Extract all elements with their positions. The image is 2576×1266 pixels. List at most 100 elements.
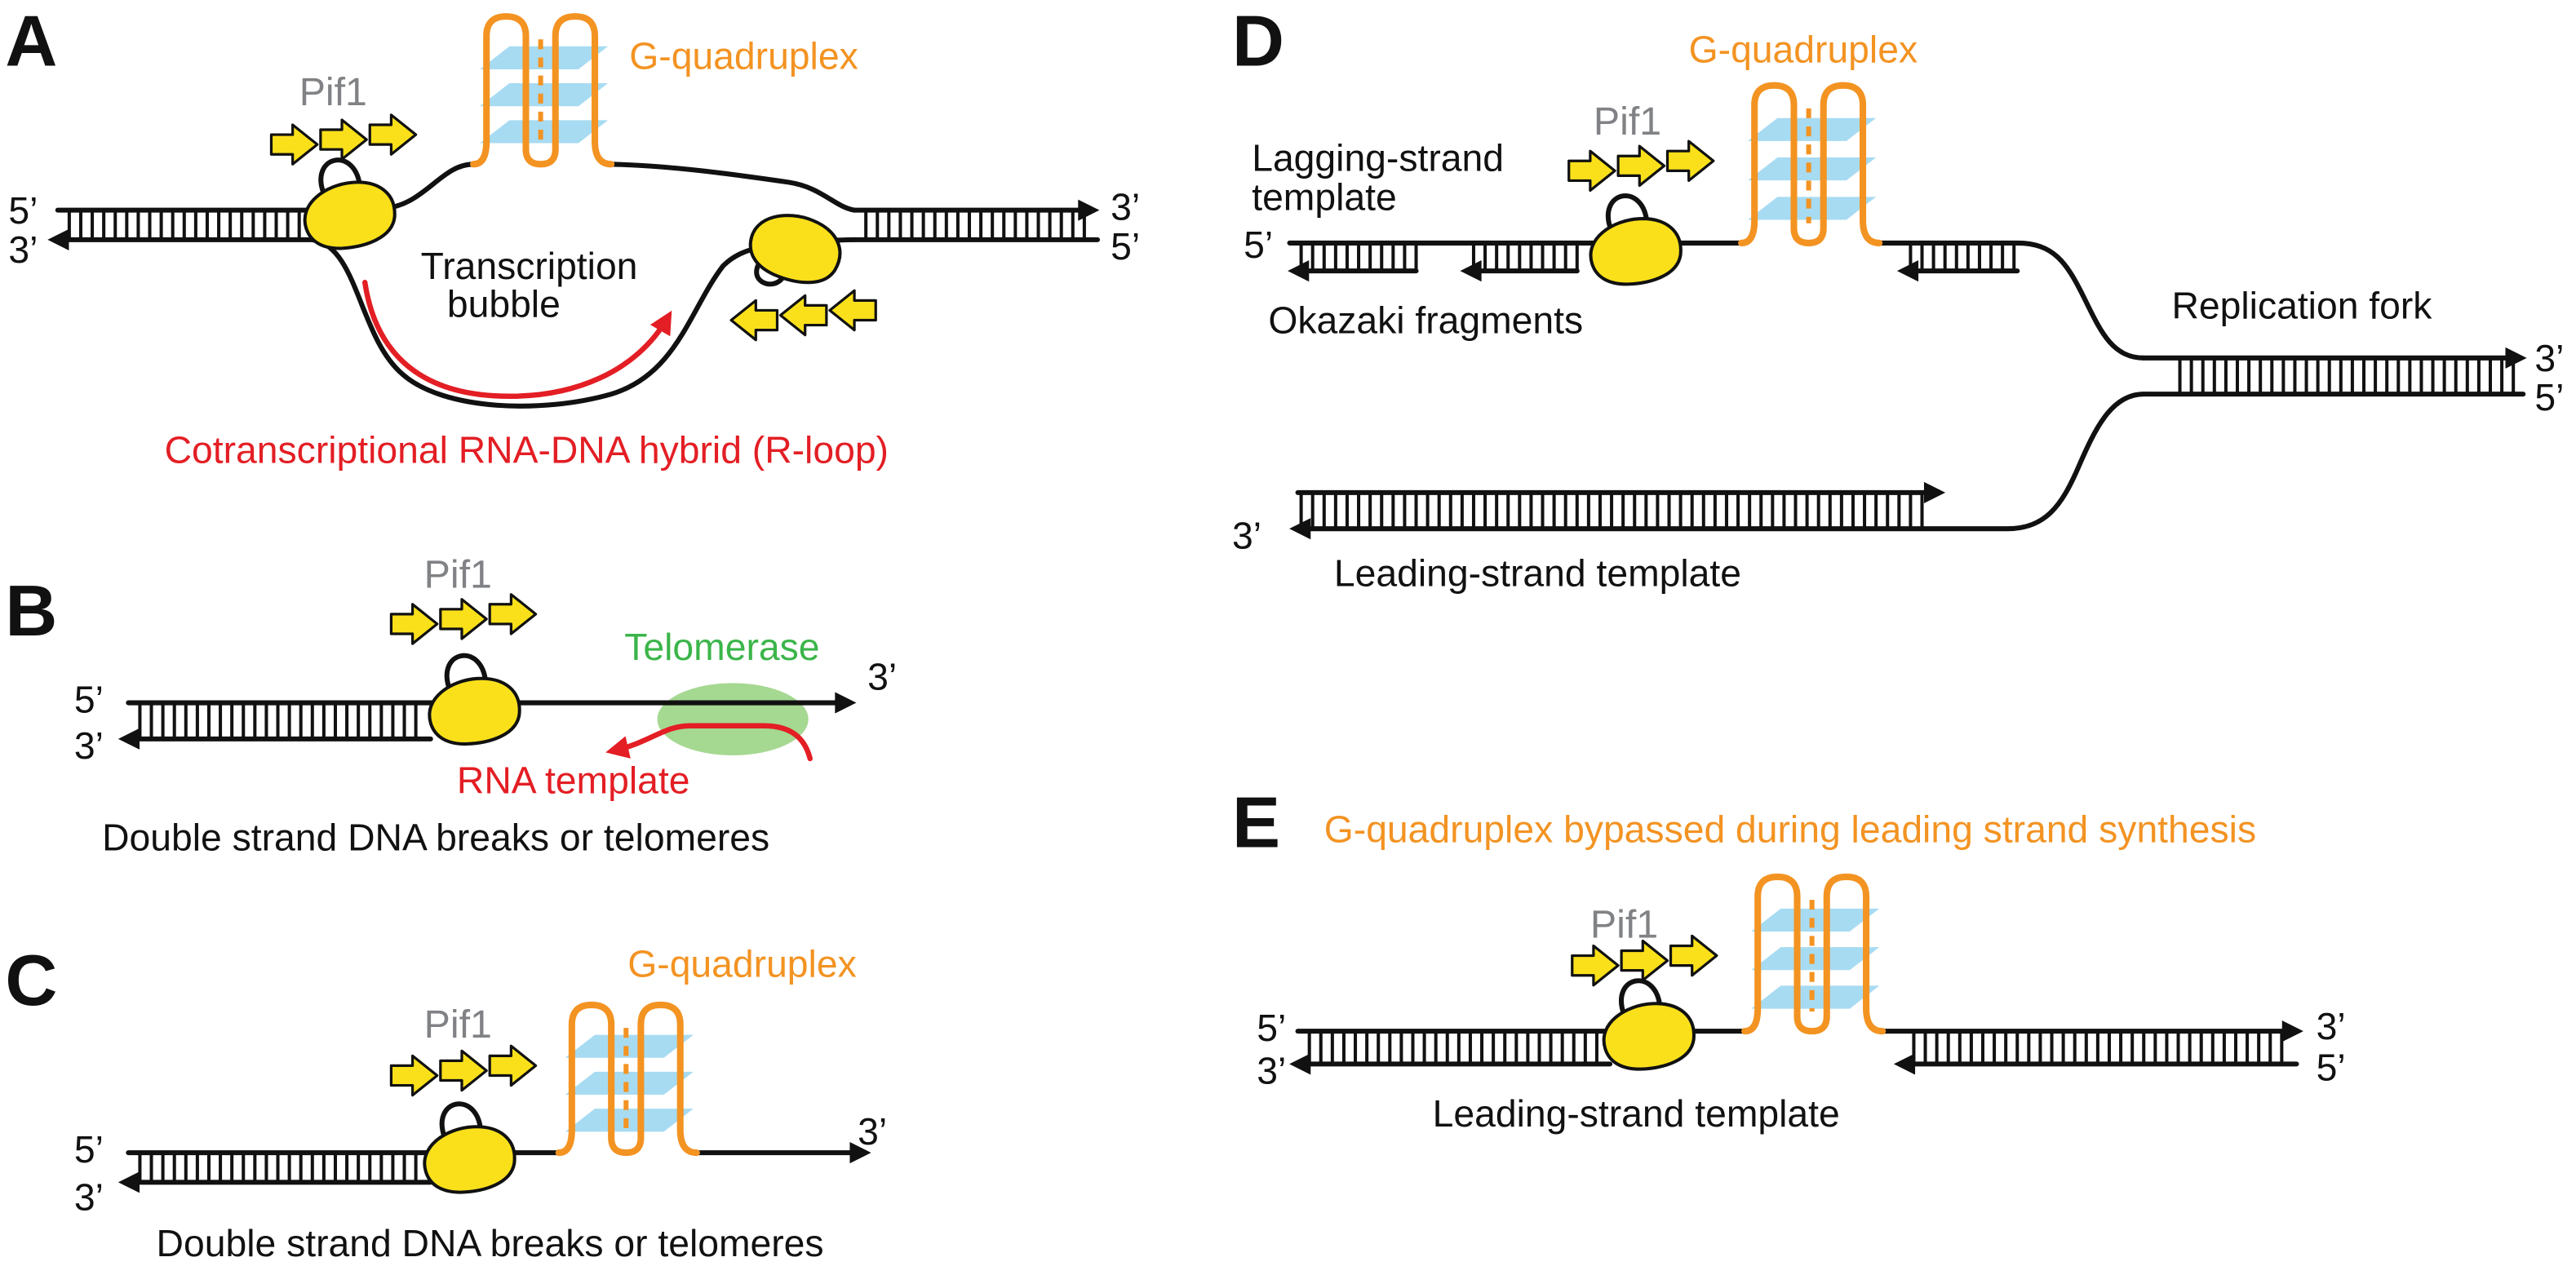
d-leading-end-label: 3’ [1232,514,1261,556]
pif1-bound-strand-loop [1605,193,1650,233]
pif1-direction-arrow-right-icon [1616,144,1666,188]
a-rna-dna-hybrid-arrow [361,280,672,399]
c-caption: Double strand DNA breaks or telomeres [157,1222,824,1264]
e-g-quadruplex [1741,873,1887,1035]
telomerase-enzyme [657,683,809,755]
b-rna-template-strand [605,723,813,762]
c-g-quadruplex-label: G-quadruplex [627,943,856,985]
pif1-direction-arrow-right-icon [269,123,319,166]
g-tetrad-plane [480,120,609,144]
a-bubble-label-line2: bubble [447,283,561,325]
panel-a: A Pif1 G-quadruplex 5’ 3’ 3’ 5’ Transcri… [5,1,1140,471]
pif1-direction-arrow-left-icon [778,294,828,337]
pif1-direction-arrow-right-icon [439,1049,488,1092]
b-left-top-end-label: 5’ [74,679,104,721]
g4-folded-strand [470,13,615,168]
a-left-bottom-end-label: 3’ [8,228,38,271]
d-okazaki-fragment-3-rungs [1909,242,2016,272]
c-right-end-label: 3’ [858,1110,887,1153]
pif1-direction-arrow-left-icon [828,289,877,332]
a-pif1-label: Pif1 [299,70,367,114]
b-right-end-label: 3’ [867,655,897,697]
b-rna-template-label: RNA template [457,759,690,801]
g4-folded-strand [1738,82,1883,246]
pif1-bound-strand-loop [1619,978,1663,1018]
pif1-direction-arrow-right-icon [488,593,538,635]
a-transcription-bubble-strand [309,237,858,409]
panel-b-base-pairs [138,702,418,739]
g-tetrad-plane [1748,157,1877,181]
pif1-direction-arrow-right-icon [1571,944,1620,987]
pif1-direction-arrow-right-icon [439,598,488,640]
c-pif1-helicase [423,1101,517,1194]
g-tetrad-plane [1748,117,1877,141]
d-lagging-template-fork-arm [1877,240,2147,361]
g-tetrad-plane [1748,197,1877,220]
panel-a-proteins [269,13,877,342]
pif1-bound-strand-loop [439,1101,484,1141]
pif1-direction-arrow-right-icon [488,1044,538,1087]
pif1-direction-arrow-right-icon [1620,939,1669,982]
pif1-helicase-body [428,676,521,746]
g-tetrad-plane [1751,908,1880,932]
a-g-quadruplex [470,13,615,168]
b-pif1-label: Pif1 [424,553,492,597]
panel-e-letter: E [1232,782,1280,863]
panel-a-letter: A [5,1,57,82]
b-left-bottom-end-label: 3’ [74,724,104,767]
pif1-bound-strand-loop [444,653,489,693]
d-lagging-template-label-line1: Lagging-strand [1252,136,1504,179]
d-parental-duplex-rungs [2178,357,2516,395]
c-g-quadruplex [555,1001,700,1157]
e-right-top-end-label: 3’ [2317,1005,2346,1047]
a-top-strand-after-g4 [609,162,858,213]
b-caption: Double strand DNA breaks or telomeres [102,817,769,859]
e-leading-template-label: Leading-strand template [1433,1092,1840,1135]
e-left-duplex-rungs [1307,1031,1598,1065]
panel-d: D G-quadruplex Pif1 Lagging-strand templ… [1232,1,2564,595]
panel-d-proteins [1567,82,1883,286]
d-pif1-label: Pif1 [1594,100,1661,144]
b-duplex-rungs [138,702,418,739]
pif1-direction-arrow-right-icon [389,603,439,645]
pif1-direction-arrow-right-icon [1567,149,1616,193]
d-g-quadruplex-label: G-quadruplex [1689,28,1918,70]
e-pif1-label: Pif1 [1590,902,1658,946]
e-right-duplex-rungs [1912,1031,2284,1065]
a-right-duplex-rungs [864,210,1086,240]
e-title: G-quadruplex bypassed during leading str… [1324,808,2256,851]
a-bubble-label-line1: Transcription [421,245,638,287]
e-right-bottom-end-label: 5’ [2317,1047,2346,1089]
d-okazaki-label: Okazaki fragments [1268,299,1583,342]
c-duplex-rungs [138,1153,418,1183]
g-tetrad-plane [565,1071,694,1096]
c-left-bottom-end-label: 3’ [74,1176,104,1219]
pif1-direction-arrow-left-icon [729,299,779,342]
pif1-direction-arrow-right-icon [319,118,368,161]
d-leading-template-label: Leading-strand template [1334,552,1741,595]
d-replication-fork-label: Replication fork [2171,285,2432,327]
a-top-strand-left [55,162,477,213]
panel-c-letter: C [5,940,57,1020]
pif1-helicase-body [303,180,397,250]
pif1-helicase-body [1589,217,1683,286]
panel-b-proteins [389,593,538,746]
g-tetrad-plane [480,46,609,69]
d-okazaki-fragment-2-rungs [1471,242,1579,272]
pif1-direction-arrow-right-icon [368,113,418,156]
a-right-top-end-label: 3’ [1111,186,1140,228]
c-pif1-label: Pif1 [424,1003,492,1047]
a-pif1-helicase-left [303,157,397,250]
b-pif1-arrows [389,593,538,645]
d-okazaki-fragment-1-rungs [1299,242,1418,272]
d-leading-duplex-rungs [1299,492,1924,529]
g-tetrad-plane [480,83,609,107]
panel-b: B Pif1 Telomerase 5’ 3’ 3’ RNA template … [5,553,897,859]
g4-folded-strand [555,1001,700,1157]
g-tetrad-plane [565,1109,694,1132]
panel-e: E G-quadruplex bypassed during leading s… [1232,782,2346,1135]
d-g-quadruplex [1738,82,1883,246]
e-pif1-helicase [1602,978,1696,1071]
d-fork-top-end-label: 3’ [2534,337,2564,379]
